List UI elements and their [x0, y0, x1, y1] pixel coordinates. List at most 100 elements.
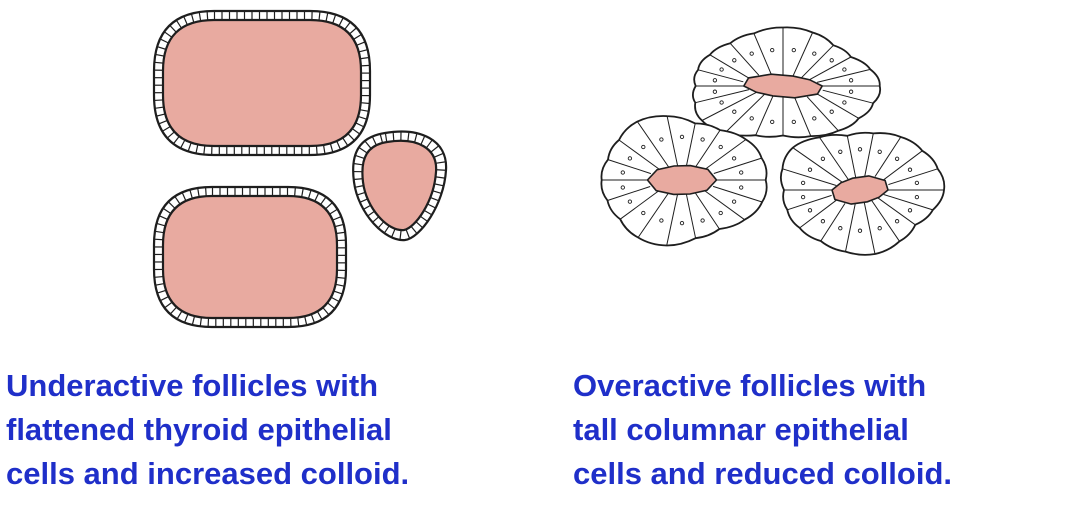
columnar-cell-wall: [888, 168, 938, 186]
flattened-cell: [356, 191, 366, 196]
cell-nucleus: [718, 210, 723, 216]
flattened-cell: [349, 27, 357, 35]
flattened-cell: [170, 306, 178, 315]
overactive-follicle-top: [692, 26, 882, 139]
flattened-cell: [379, 133, 383, 143]
overactive-caption-line-2: tall columnar epithelial: [573, 412, 909, 447]
cell-nucleus: [627, 156, 633, 161]
cell-nucleus: [719, 100, 724, 105]
flattened-cell: [414, 133, 418, 143]
cell-nucleus: [739, 185, 744, 190]
columnar-cell-wall: [695, 89, 750, 104]
flattened-cell: [359, 109, 369, 112]
flattened-cell: [181, 192, 187, 202]
flattened-cell: [164, 301, 173, 309]
flattened-cell: [434, 183, 444, 187]
overactive-follicles-drawing: [600, 26, 946, 256]
flattened-cell: [436, 161, 446, 164]
flattened-cell: [435, 176, 445, 179]
columnar-cell-wall: [704, 190, 745, 221]
cell-nucleus: [914, 180, 920, 186]
cell-nucleus: [712, 89, 718, 94]
cell-nucleus: [739, 170, 744, 175]
flattened-cell: [183, 16, 188, 26]
cell-nucleus: [857, 228, 863, 233]
flattened-cell: [434, 153, 444, 158]
columnar-cell-wall: [666, 194, 678, 246]
cell-nucleus: [812, 51, 817, 56]
flattened-cell: [322, 144, 326, 154]
cell-nucleus: [820, 219, 826, 224]
flattened-cell: [407, 131, 410, 141]
flattened-cell: [330, 296, 340, 303]
flattened-cell: [157, 46, 167, 50]
columnar-cell-wall: [794, 97, 812, 137]
cell-nucleus: [907, 167, 913, 172]
columnar-cell-wall: [787, 194, 832, 211]
large-follicle-bottom: [152, 185, 348, 329]
flattened-cell: [356, 41, 366, 46]
cell-nucleus: [829, 109, 834, 114]
cell-nucleus: [732, 58, 737, 63]
cell-nucleus: [807, 167, 813, 172]
flattened-cell: [160, 38, 169, 44]
columnar-cell-wall: [846, 135, 857, 178]
flattened-cell: [432, 190, 442, 195]
cell-nucleus: [838, 149, 843, 154]
flattened-cell: [304, 316, 308, 326]
flattened-cell: [158, 119, 168, 125]
flattened-cell: [294, 187, 296, 197]
columnar-cell-wall: [686, 123, 696, 166]
flattened-cell: [168, 201, 176, 209]
flattened-cell: [355, 154, 365, 159]
flattened-cell: [325, 202, 333, 210]
flattened-cell: [156, 113, 166, 117]
cell-nucleus: [700, 218, 705, 223]
columnar-cell-wall: [822, 89, 874, 104]
flattened-cell: [169, 25, 177, 33]
flattened-cell: [430, 197, 440, 202]
cell-nucleus: [838, 226, 843, 231]
flattened-cell: [430, 145, 439, 153]
flattened-cell: [180, 139, 186, 149]
columnar-cell-wall: [695, 129, 721, 167]
cell-nucleus: [807, 208, 813, 213]
columnar-cell-wall: [801, 44, 834, 79]
columnar-cell-wall: [782, 168, 837, 186]
cell-nucleus: [659, 137, 664, 142]
columnar-cell-wall: [874, 136, 902, 177]
cell-nucleus: [800, 180, 806, 186]
columnar-cell-wall: [820, 203, 846, 242]
cell-nucleus: [791, 119, 796, 125]
flattened-cell: [314, 192, 320, 202]
flattened-cell: [190, 13, 195, 23]
flattened-cell: [206, 11, 209, 21]
flattened-cell: [355, 122, 364, 128]
columnar-cell-wall: [883, 194, 933, 211]
flattened-cell: [351, 128, 360, 135]
columnar-cell-wall: [753, 33, 772, 75]
cell-nucleus: [812, 116, 817, 121]
cell-nucleus: [749, 116, 754, 121]
colloid: [161, 18, 363, 148]
flattened-cell: [436, 169, 446, 171]
overactive-caption-line-3: cells and reduced colloid.: [573, 456, 952, 491]
cell-nucleus: [894, 219, 900, 224]
flattened-cell: [335, 283, 345, 287]
flattened-cell: [301, 188, 304, 198]
overactive-follicle-right: [779, 131, 946, 256]
cell-nucleus: [712, 78, 718, 83]
flattened-cell: [329, 143, 334, 153]
flattened-cell: [391, 228, 396, 238]
flattened-cell: [187, 142, 192, 152]
flattened-cell: [163, 208, 172, 215]
cell-nucleus: [907, 208, 913, 213]
flattened-cell: [198, 12, 202, 22]
flattened-cell: [347, 133, 355, 141]
flattened-cell: [167, 131, 175, 139]
flattened-cell: [332, 14, 337, 24]
flattened-cell: [155, 282, 165, 286]
underactive-caption-line-1: Underactive follicles with: [6, 368, 379, 403]
cell-nucleus: [791, 47, 796, 53]
flattened-cell: [344, 21, 351, 30]
